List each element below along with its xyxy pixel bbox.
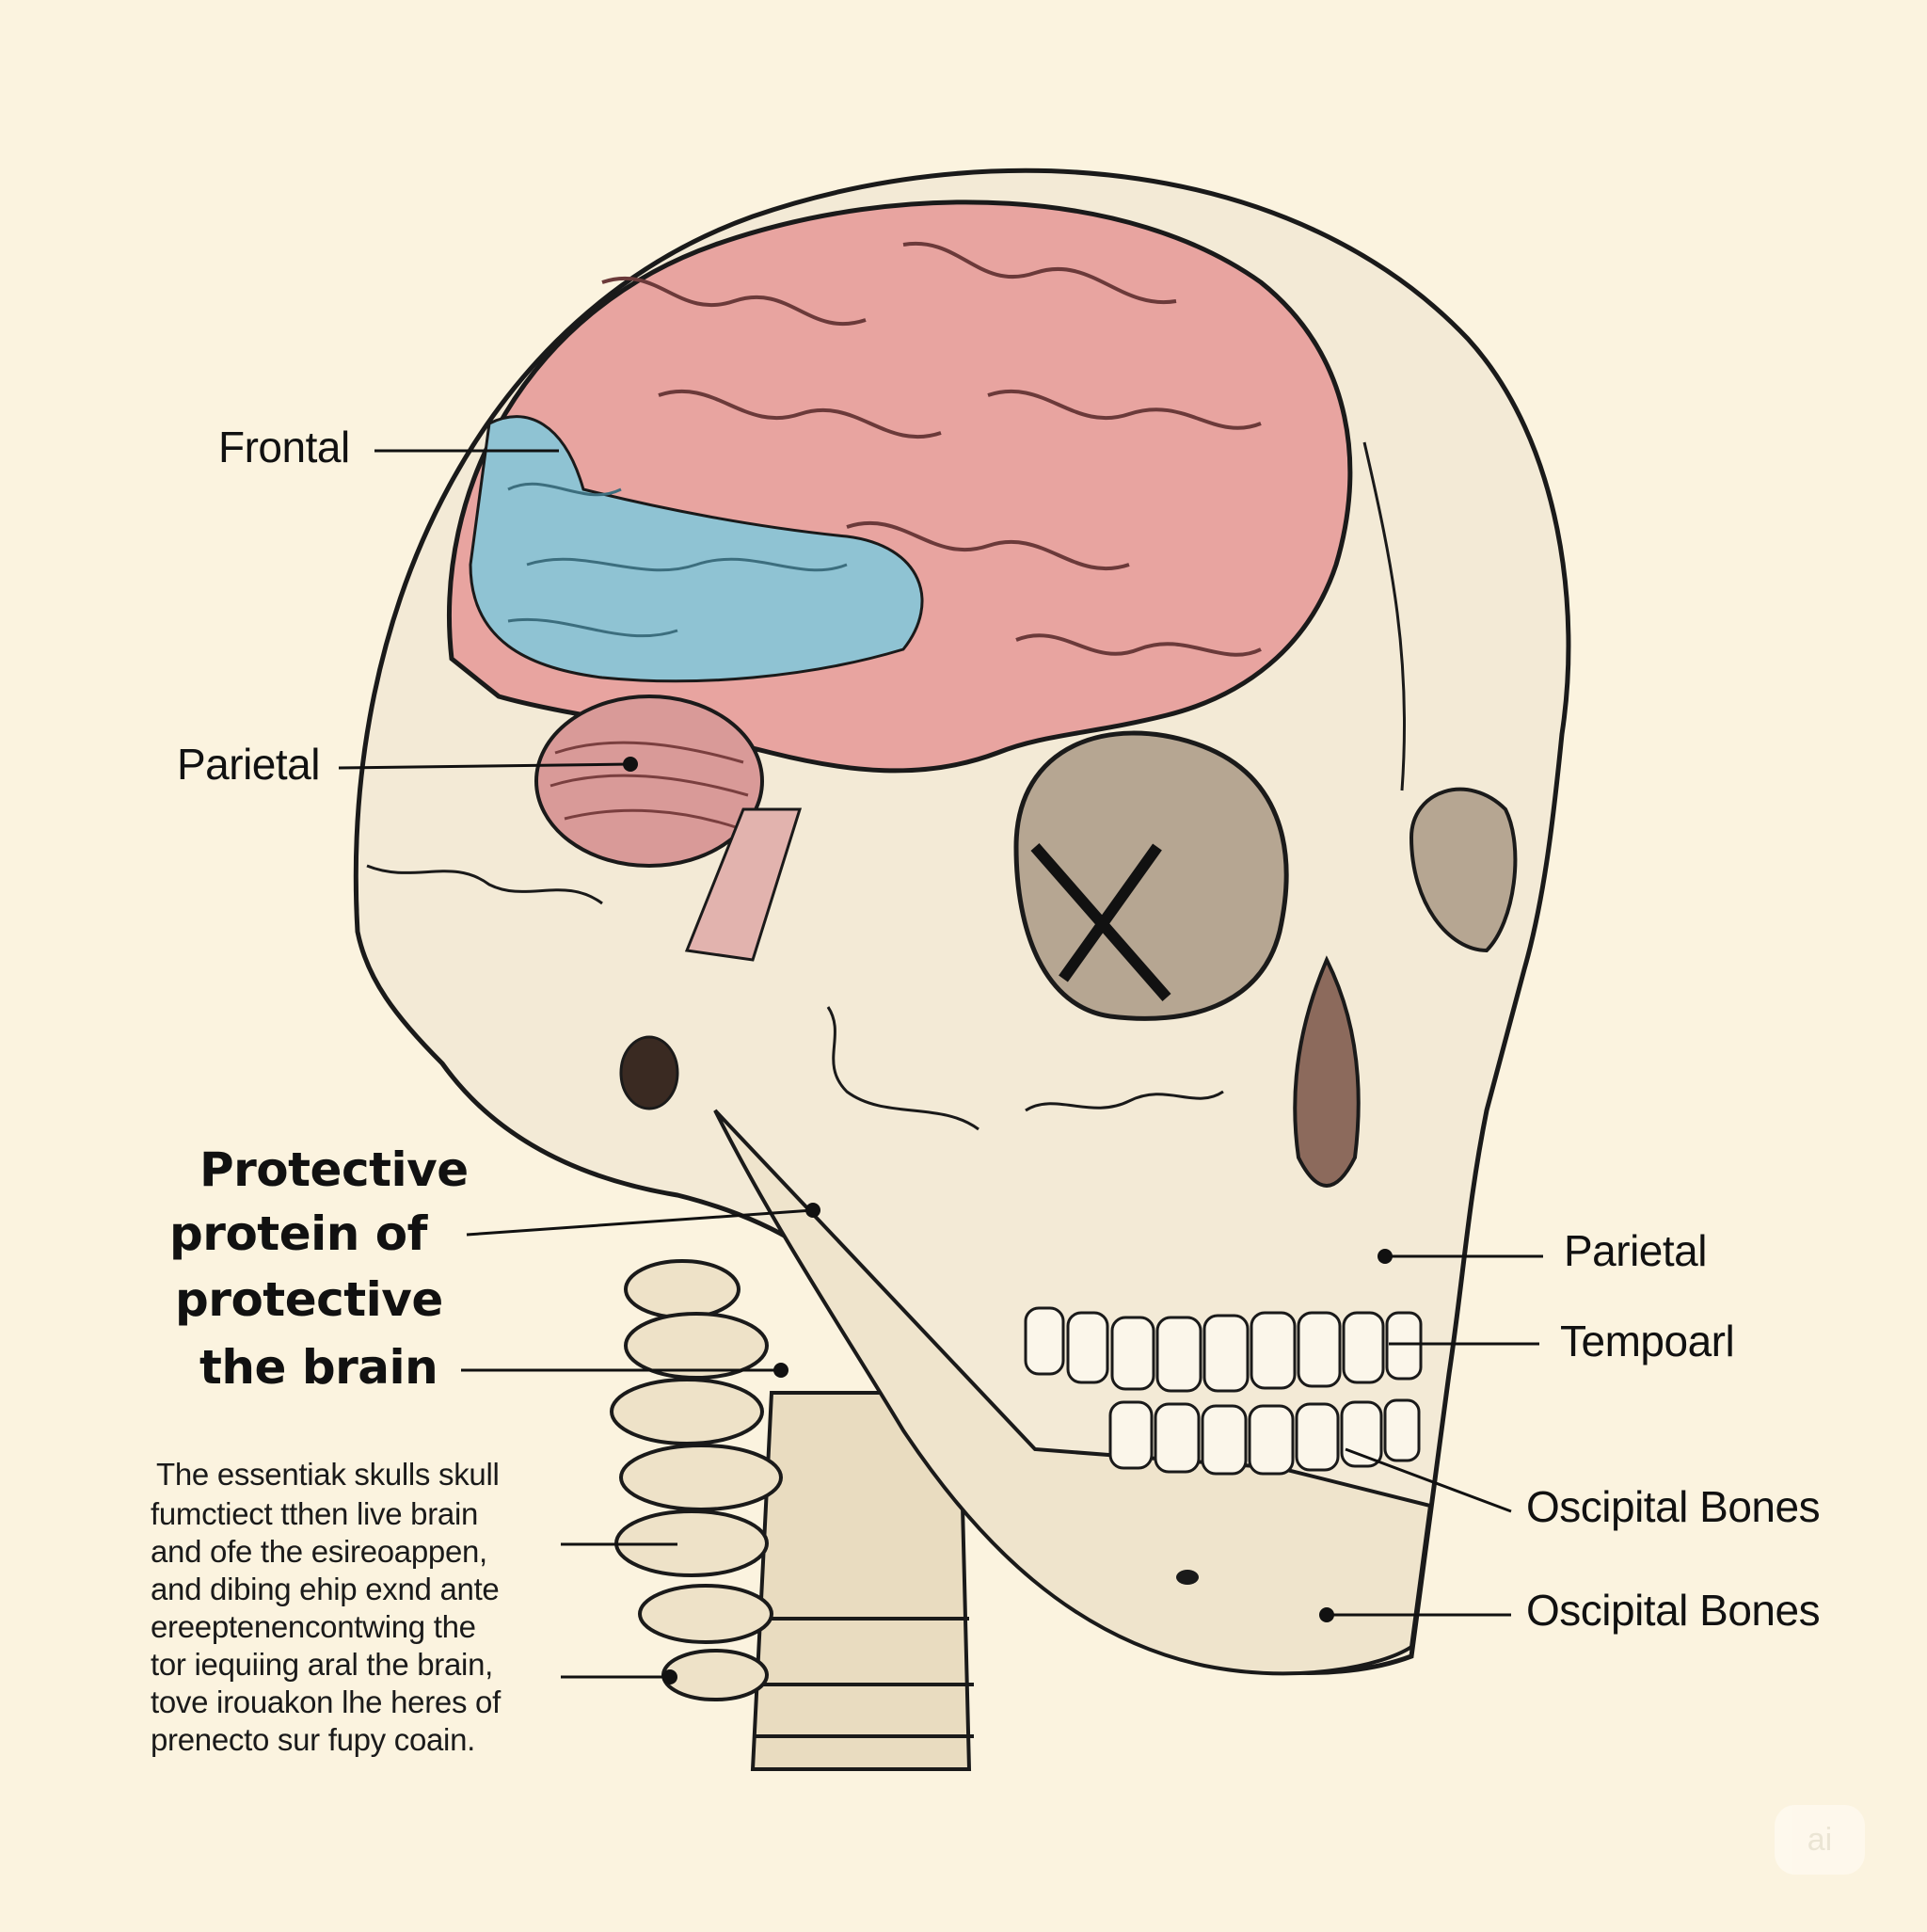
cervical-spine [610, 1259, 974, 1771]
far-eye-socket [1409, 787, 1518, 953]
body-line: fumctiect tthen live brain [151, 1496, 479, 1531]
label-frontal: Frontal [218, 423, 350, 471]
title-line: protein of [169, 1206, 427, 1261]
leader-dots [623, 757, 1393, 1685]
title-line: the brain [199, 1340, 438, 1395]
occipital-1-leader [1345, 1447, 1512, 1513]
label-occipital-2: Oscipital Bones [1526, 1586, 1821, 1635]
parietal-left-leader [338, 762, 631, 770]
title-line: protective [175, 1272, 443, 1327]
body-line: and dibing ehip exnd ante [151, 1572, 500, 1606]
ear-canal [619, 1035, 679, 1110]
teeth [1024, 1306, 1423, 1476]
cerebellum [534, 695, 764, 868]
leader-lines [338, 449, 1543, 1679]
body-line: tove irouakon lhe heres of [151, 1685, 501, 1719]
body-line: The essentiak skulls skull [156, 1457, 500, 1492]
body-line: ereeptenencontwing the [151, 1609, 476, 1644]
suture-lines [366, 441, 1407, 1131]
label-parietal-left: Parietal [177, 740, 320, 789]
body-line: tor iequiing aral the brain, [151, 1647, 493, 1682]
brain [446, 200, 1353, 962]
title-line: Protective [199, 1142, 469, 1197]
temporal-lobe-highlight [469, 415, 924, 683]
mental-foramen [1176, 1570, 1199, 1585]
label-parietal-right: Parietal [1564, 1226, 1707, 1275]
cerebrum [446, 200, 1353, 774]
label-occipital-1: Oscipital Bones [1526, 1482, 1821, 1531]
mandible [713, 1109, 1433, 1676]
watermark-badge: ai [1775, 1805, 1865, 1875]
body-line: and ofe the esireoappen, [151, 1534, 487, 1569]
optic-canal-shadow [1030, 843, 1171, 1001]
title-leader-1 [466, 1208, 814, 1237]
body-line: prenecto sur fupy coain. [151, 1722, 476, 1757]
nasal-cavity [1293, 955, 1361, 1188]
label-temporal-right: Tempoarl [1560, 1317, 1735, 1365]
brainstem [684, 807, 803, 962]
